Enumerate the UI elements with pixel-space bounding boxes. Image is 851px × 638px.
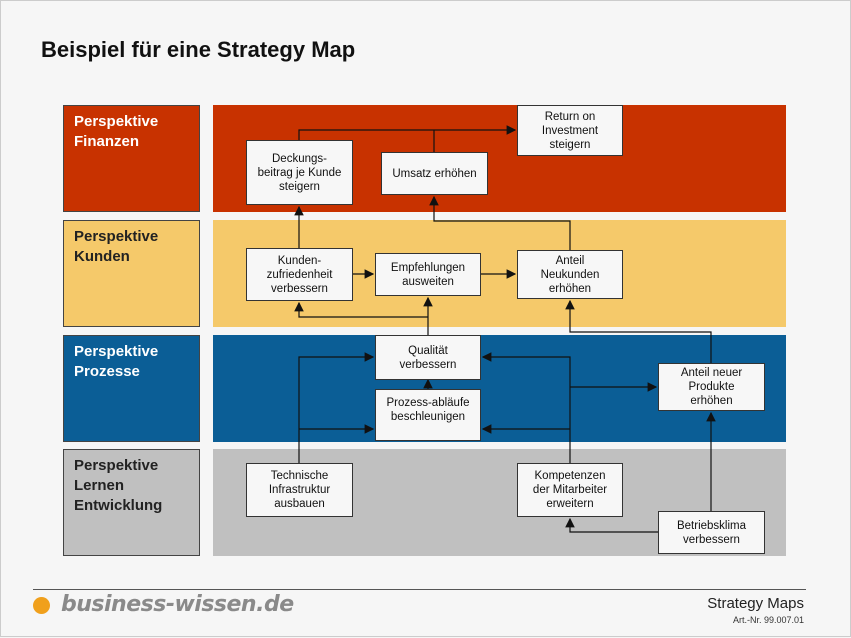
box-empfehlungen: Empfehlungen ausweiten	[375, 253, 481, 296]
perspective-prozesse-label: Perspektive Prozesse	[63, 335, 200, 442]
footer-divider	[33, 589, 806, 590]
box-umsatz: Umsatz erhöhen	[381, 152, 488, 195]
box-neukunden: Anteil Neukunden erhöhen	[517, 250, 623, 299]
box-kompetenzen: Kompetenzen der Mitarbeiter erweitern	[517, 463, 623, 517]
box-neue-produkte: Anteil neuer Produkte erhöhen	[658, 363, 765, 411]
box-prozessablaeufe: Prozess-abläufe beschleunigen	[375, 389, 481, 441]
footer-product: Strategy Maps	[707, 595, 804, 612]
box-qualitaet: Qualität verbessern	[375, 335, 481, 380]
footer-article: Art.-Nr. 99.007.01	[732, 615, 804, 625]
perspective-lernen-label: Perspektive Lernen Entwicklung	[63, 449, 200, 556]
logo-text: business-wissen.de	[61, 592, 294, 617]
perspective-kunden-label: Perspektive Kunden	[63, 220, 200, 327]
box-betriebsklima: Betriebsklima verbessern	[658, 511, 765, 554]
box-roi: Return on Investment steigern	[517, 105, 623, 156]
box-infrastruktur: Technische Infrastruktur ausbauen	[246, 463, 353, 517]
perspective-finanzen-label: Perspektive Finanzen	[63, 105, 200, 212]
logo-dot-icon	[33, 597, 50, 614]
box-deckungsbeitrag: Deckungs- beitrag je Kunde steigern	[246, 140, 353, 205]
box-kundenzufriedenheit: Kunden- zufriedenheit verbessern	[246, 248, 353, 301]
page-title: Beispiel für eine Strategy Map	[41, 37, 356, 62]
